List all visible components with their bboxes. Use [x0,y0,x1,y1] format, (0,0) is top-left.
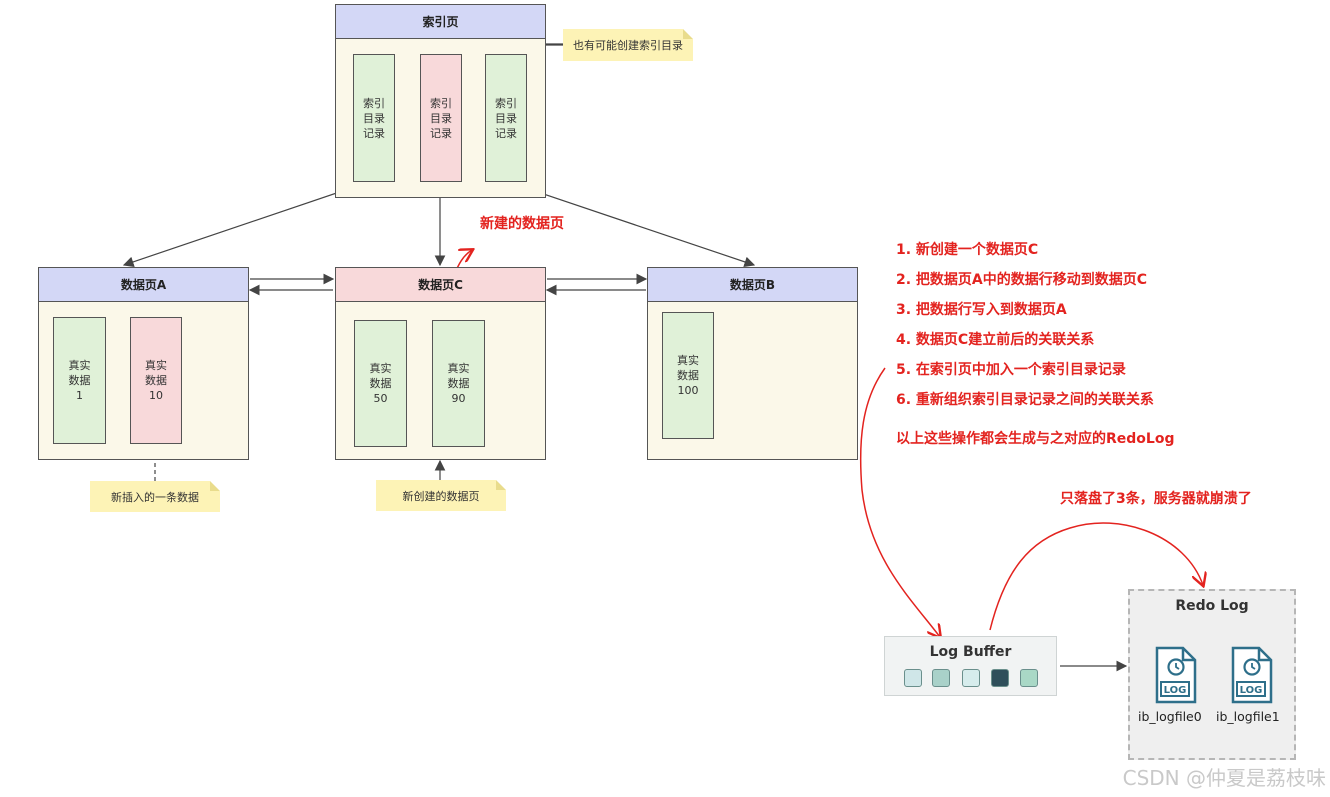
index-record-3: 索引 目录 记录 [485,54,527,182]
step-item: 2. 把数据页A中的数据行移动到数据页C [896,272,1148,288]
data-record-1: 真实 数据 1 [53,317,106,444]
log-buffer-cell [1020,669,1038,687]
step-item: 5. 在索引页中加入一个索引目录记录 [896,362,1126,378]
log-file-0-label: ib_logfile0 [1138,709,1202,724]
log-buffer-cell [991,669,1009,687]
data-record-10: 真实 数据 10 [130,317,182,444]
index-page-note: 也有可能创建索引目录 [563,29,693,61]
watermark: CSDN @仲夏是荔枝味 [1122,766,1326,790]
data-page-c: 数据页C 真实 数据 50 真实 数据 90 [335,267,546,460]
log-icon-text: LOG [1240,685,1263,696]
data-page-c-note: 新创建的数据页 [376,480,506,511]
data-page-c-title: 数据页C [336,268,545,302]
log-file-icon: LOG [1155,646,1197,704]
step-list: 1. 新创建一个数据页C 2. 把数据页A中的数据行移动到数据页C 3. 把数据… [896,235,1154,415]
step-item: 6. 重新组织索引目录记录之间的关联关系 [896,392,1154,408]
data-page-a: 数据页A 真实 数据 1 真实 数据 10 [38,267,249,460]
step-item: 3. 把数据行写入到数据页A [896,302,1067,318]
data-page-a-note: 新插入的一条数据 [90,481,220,512]
log-buffer: Log Buffer [884,636,1057,696]
data-record-100: 真实 数据 100 [662,312,714,439]
step-item: 1. 新创建一个数据页C [896,242,1039,258]
data-page-a-title: 数据页A [39,268,248,302]
log-buffer-title: Log Buffer [929,644,1012,660]
crash-note: 只落盘了3条，服务器就崩溃了 [1060,491,1252,507]
index-record-2: 索引 目录 记录 [420,54,462,182]
log-buffer-cell [904,669,922,687]
redolog-note: 以上这些操作都会生成与之对应的RedoLog [896,431,1175,447]
step-item: 4. 数据页C建立前后的关联关系 [896,332,1095,348]
log-file-icon: LOG [1231,646,1273,704]
log-buffer-cell [962,669,980,687]
index-page: 索引页 索引 目录 记录 索引 目录 记录 索引 目录 记录 [335,4,546,198]
data-page-b-title: 数据页B [648,268,857,302]
data-record-90: 真实 数据 90 [432,320,485,447]
log-file-1-label: ib_logfile1 [1216,709,1280,724]
new-data-page-label: 新建的数据页 [480,216,564,232]
index-record-1: 索引 目录 记录 [353,54,395,182]
data-record-50: 真实 数据 50 [354,320,407,447]
data-page-b: 数据页B 真实 数据 100 [647,267,858,460]
redo-log-title: Redo Log [1175,598,1249,614]
log-icon-text: LOG [1164,685,1187,696]
log-buffer-cell [932,669,950,687]
index-page-title: 索引页 [336,5,545,39]
